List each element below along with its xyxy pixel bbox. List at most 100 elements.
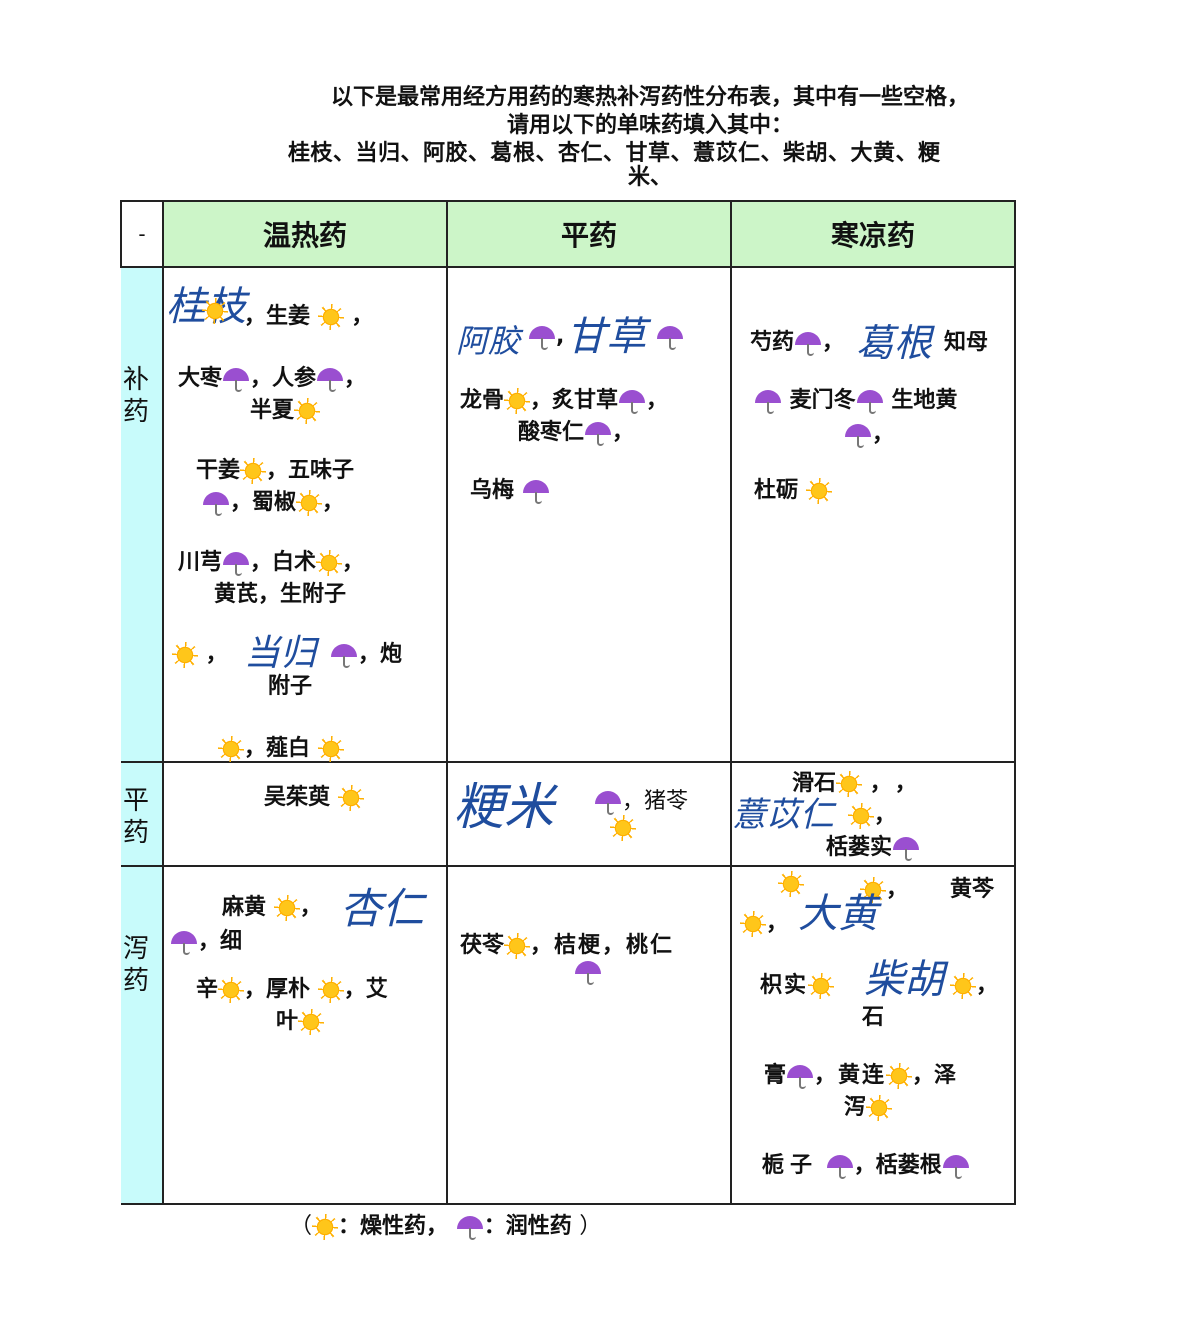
herb-text: 泻: [844, 1095, 867, 1120]
herb-text: 麦门冬: [789, 388, 856, 413]
umbrella-icon: [892, 835, 920, 861]
herb-text: ，薤白: [244, 736, 311, 761]
umbrella-icon: [574, 959, 602, 985]
row-label-neutral: 平药: [121, 761, 164, 867]
herb-text: 枳实: [760, 973, 809, 998]
herb-table: - 温热药 平药 寒凉药 补药 桂枝 ，生姜 ， 大枣，人参， 半夏 干姜，五味…: [120, 200, 1016, 1205]
herb-text: 川芎: [178, 550, 223, 575]
umbrella-icon: [522, 478, 550, 504]
umbrella-icon: [316, 366, 344, 392]
sun-icon: [504, 388, 531, 414]
herb-text: 石: [862, 1005, 885, 1030]
handwritten-answer: 葛根: [856, 321, 933, 365]
umbrella-icon: [942, 1153, 970, 1179]
herb-text: 大枣: [178, 366, 223, 391]
herb-text: ，五味子: [266, 458, 355, 483]
herb-text: ，炮: [358, 642, 403, 667]
sun-icon: [337, 785, 364, 811]
header-cold: 寒凉药: [730, 200, 1016, 268]
herb-text: ，，: [869, 771, 931, 796]
herb-text: ,: [556, 324, 565, 349]
sun-icon: [848, 803, 874, 829]
umbrella-icon: [826, 1153, 854, 1179]
umbrella-icon: [786, 1063, 814, 1089]
row-label-tonic: 补药: [121, 266, 164, 763]
umbrella-icon: [222, 366, 250, 392]
intro-text: 以下是最常用经方用药的寒热补泻药性分布表，其中有一些空格， 请用以下的单味药填入…: [280, 84, 1020, 192]
herb-text: ，人参: [250, 366, 317, 391]
legend: （：燥性药， ：润性药 ）: [290, 1214, 602, 1240]
herb-text: ，蜀椒: [230, 490, 297, 515]
herb-text: ，: [342, 550, 365, 575]
herb-text: 半夏: [250, 398, 295, 423]
sun-icon: [808, 973, 835, 999]
legend-dry-label: ：燥性药，: [338, 1214, 449, 1239]
handwritten-answer: 阿胶: [456, 322, 521, 360]
herb-text: 栀子: [762, 1153, 819, 1178]
herb-text: ，细: [198, 929, 243, 954]
header-warm: 温热药: [162, 200, 448, 268]
herb-text: ，: [351, 304, 374, 329]
herb-text: 知母: [944, 330, 989, 355]
umbrella-icon: [594, 789, 622, 815]
herb-text: 龙骨: [460, 388, 505, 413]
cell-purge-warm: 麻黄 ， 杏仁 ，细 辛，厚朴 ，艾 叶: [162, 865, 448, 1205]
herb-text: ，: [822, 330, 845, 355]
intro-line-4: 米、: [627, 165, 672, 190]
cell-neutral-neutral: 粳米 ，猪苓: [446, 761, 732, 867]
umbrella-icon: [844, 422, 872, 448]
sun-icon: [298, 1009, 325, 1035]
herb-text: ，桔梗，桃仁: [530, 933, 675, 958]
herb-text: 酸枣仁: [518, 420, 585, 445]
herb-text: ，: [886, 877, 909, 902]
umbrella-icon: [456, 1214, 484, 1240]
handwritten-answer: 柴胡: [864, 957, 944, 1003]
herb-text: 叶: [276, 1009, 299, 1034]
herb-text: 栝蒌实: [826, 835, 893, 860]
header-neutral: 平药: [446, 200, 732, 268]
sun-icon: [860, 877, 886, 903]
intro-line-1: 以下是最常用经方用药的寒热补泻药性分布表，其中有一些空格，: [330, 85, 969, 110]
sun-icon: [805, 478, 832, 504]
corner-cell: -: [120, 200, 164, 268]
handwritten-answer: 甘草: [566, 314, 646, 360]
handwritten-answer: 薏苡仁: [732, 795, 834, 835]
sun-icon: [294, 398, 321, 424]
sun-icon: [240, 458, 267, 484]
herb-text: 膏: [764, 1063, 787, 1088]
cell-neutral-cold: 滑石 ，， 薏苡仁 ， 栝蒌实: [730, 761, 1016, 867]
herb-text: ，: [322, 490, 345, 515]
handwritten-answer: 大黄: [798, 891, 878, 937]
intro-line-2: 请用以下的单味药填入其中：: [506, 113, 793, 138]
umbrella-icon: [754, 388, 782, 414]
sun-icon: [950, 973, 976, 999]
herb-text: ，: [299, 895, 322, 920]
herb-text: ，厚朴: [244, 977, 311, 1002]
sun-icon: [317, 304, 344, 330]
legend-moist-label: ：润性药: [483, 1214, 572, 1239]
umbrella-icon: [330, 642, 358, 668]
sun-icon: [778, 871, 804, 897]
herb-text: 生地黄: [891, 388, 958, 413]
cell-neutral-warm: 吴茱萸: [162, 761, 448, 867]
herb-text: ，: [344, 366, 367, 391]
sun-icon: [866, 1095, 893, 1121]
herb-text: ，: [976, 973, 999, 998]
herb-text: ，: [646, 388, 669, 413]
herb-text: ，: [612, 420, 635, 445]
herb-text: 附子: [268, 674, 313, 699]
herb-text: 滑石: [792, 771, 837, 796]
umbrella-icon: [528, 324, 556, 350]
cell-tonic-neutral: 阿胶 , 甘草 龙骨，炙甘草， 酸枣仁， 乌梅: [446, 266, 732, 763]
herb-text: 辛: [196, 977, 219, 1002]
herb-text: ，栝蒌根: [853, 1153, 942, 1178]
umbrella-icon: [170, 929, 198, 955]
herb-text: 吴茱萸: [264, 785, 331, 810]
cell-purge-neutral: 茯苓 ，桔梗，桃仁: [446, 865, 732, 1205]
umbrella-icon: [202, 490, 230, 516]
sun-icon: [296, 490, 323, 516]
herb-text: 茯苓: [460, 933, 505, 958]
umbrella-icon: [856, 388, 884, 414]
herb-text: ，: [874, 803, 897, 828]
herb-text: ，艾: [343, 977, 388, 1002]
